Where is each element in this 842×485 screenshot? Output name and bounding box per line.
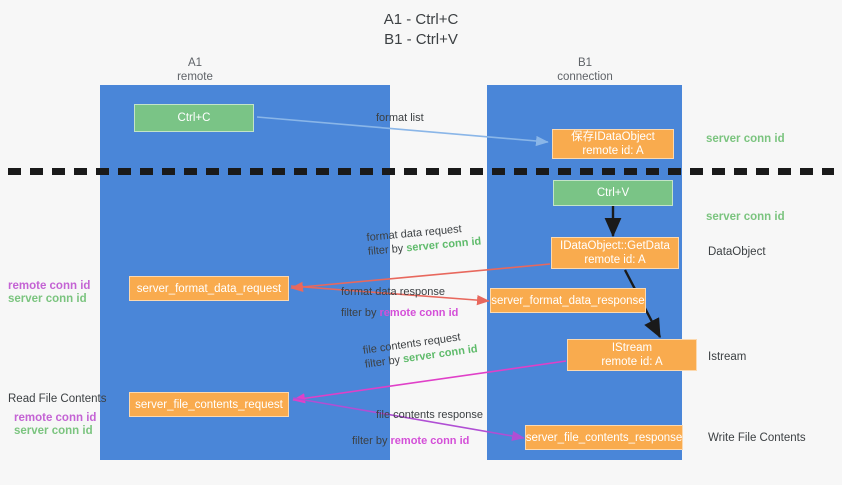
node-idataobject-sub: remote id: A: [582, 145, 644, 157]
lane-a1-sub: remote: [177, 71, 213, 83]
left-label-remote-conn-id-1: remote conn id: [8, 279, 90, 293]
node-istream[interactable]: IStream remote id: A: [567, 339, 697, 371]
filter-prefix: filter by: [364, 353, 404, 371]
node-server-format-data-response-label: server_format_data_response: [491, 294, 645, 307]
edge-label-format-data-response-text: format data response: [341, 286, 445, 298]
page-title: A1 - Ctrl+C B1 - Ctrl+V: [0, 10, 842, 50]
edge-label-format-list: format list: [376, 111, 424, 125]
left-label-server-conn-id-2: server conn id: [14, 424, 93, 438]
node-server-file-contents-response-label: server_file_contents_response: [525, 431, 683, 444]
right-label-istream: Istream: [708, 350, 746, 364]
node-idataobject-title: 保存IDataObject: [571, 131, 655, 143]
edge-label-format-list-text: format list: [376, 112, 424, 124]
edge-label-format-data-response: format data response: [341, 285, 445, 299]
node-server-format-data-request[interactable]: server_format_data_request: [129, 276, 289, 301]
node-ctrl-c[interactable]: Ctrl+C: [134, 104, 254, 132]
node-getdata[interactable]: IDataObject::GetData remote id: A: [551, 237, 679, 269]
left-label-server-conn-id-1: server conn id: [8, 292, 87, 306]
node-ctrl-v-label: Ctrl+V: [596, 187, 630, 199]
lane-b1-sub: connection: [557, 71, 613, 83]
left-label-read-file-contents: Read File Contents: [8, 392, 106, 406]
edge-label-file-contents-response: file contents response: [376, 408, 483, 422]
left-label-server-conn-id-2-text: server conn id: [14, 425, 93, 437]
title-line-1: A1 - Ctrl+C: [383, 11, 459, 28]
node-istream-title: IStream: [611, 342, 653, 354]
right-label-write-file-contents-text: Write File Contents: [708, 432, 806, 444]
node-server-file-contents-request[interactable]: server_file_contents_request: [129, 392, 289, 417]
filter-prefix: filter by: [341, 307, 380, 319]
filter-prefix: filter by: [352, 435, 391, 447]
node-ctrl-c-label: Ctrl+C: [177, 112, 211, 124]
right-label-server-conn-id-mid-text: server conn id: [706, 211, 785, 223]
lane-b1-name: B1: [577, 57, 593, 69]
node-getdata-sub: remote id: A: [584, 254, 646, 266]
node-getdata-title: IDataObject::GetData: [560, 240, 670, 252]
left-label-server-conn-id-1-text: server conn id: [8, 293, 87, 305]
node-ctrl-v[interactable]: Ctrl+V: [553, 180, 673, 206]
edge-label-file-contents-response-text: file contents response: [376, 409, 484, 421]
lane-a1-name: A1: [187, 57, 203, 69]
left-label-remote-conn-id-2: remote conn id: [14, 411, 96, 425]
node-server-format-data-response[interactable]: server_format_data_response: [490, 288, 646, 313]
node-server-file-contents-response[interactable]: server_file_contents_response: [525, 425, 683, 450]
right-label-write-file-contents: Write File Contents: [708, 431, 806, 445]
filter-key-remote-conn-id: remote conn id: [390, 435, 470, 447]
edge-label-format-data-response-filter: filter by remote conn id: [341, 306, 458, 320]
right-label-dataobject: DataObject: [708, 245, 766, 259]
right-label-istream-text: Istream: [708, 351, 747, 363]
right-label-dataobject-text: DataObject: [708, 246, 766, 258]
lane-header-a1: A1 remote: [145, 56, 245, 84]
right-label-server-conn-id-mid: server conn id: [706, 210, 785, 224]
lane-header-b1: B1 connection: [535, 56, 635, 84]
phase-divider: [8, 168, 834, 175]
edge-label-file-contents-response-filter: filter by remote conn id: [352, 434, 469, 448]
left-label-remote-conn-id-2-text: remote conn id: [14, 412, 97, 424]
left-label-remote-conn-id-1-text: remote conn id: [8, 280, 91, 292]
node-server-file-contents-request-label: server_file_contents_request: [135, 398, 283, 411]
left-label-read-file-contents-text: Read File Contents: [8, 393, 107, 405]
filter-key-remote-conn-id: remote conn id: [379, 307, 459, 319]
filter-prefix: filter by: [367, 242, 407, 258]
right-label-server-conn-id-top: server conn id: [706, 132, 785, 146]
title-line-2: B1 - Ctrl+V: [384, 31, 458, 48]
node-istream-sub: remote id: A: [601, 356, 663, 368]
right-label-server-conn-id-top-text: server conn id: [706, 133, 785, 145]
node-idataobject[interactable]: 保存IDataObject remote id: A: [552, 129, 674, 159]
node-server-format-data-request-label: server_format_data_request: [136, 282, 282, 295]
